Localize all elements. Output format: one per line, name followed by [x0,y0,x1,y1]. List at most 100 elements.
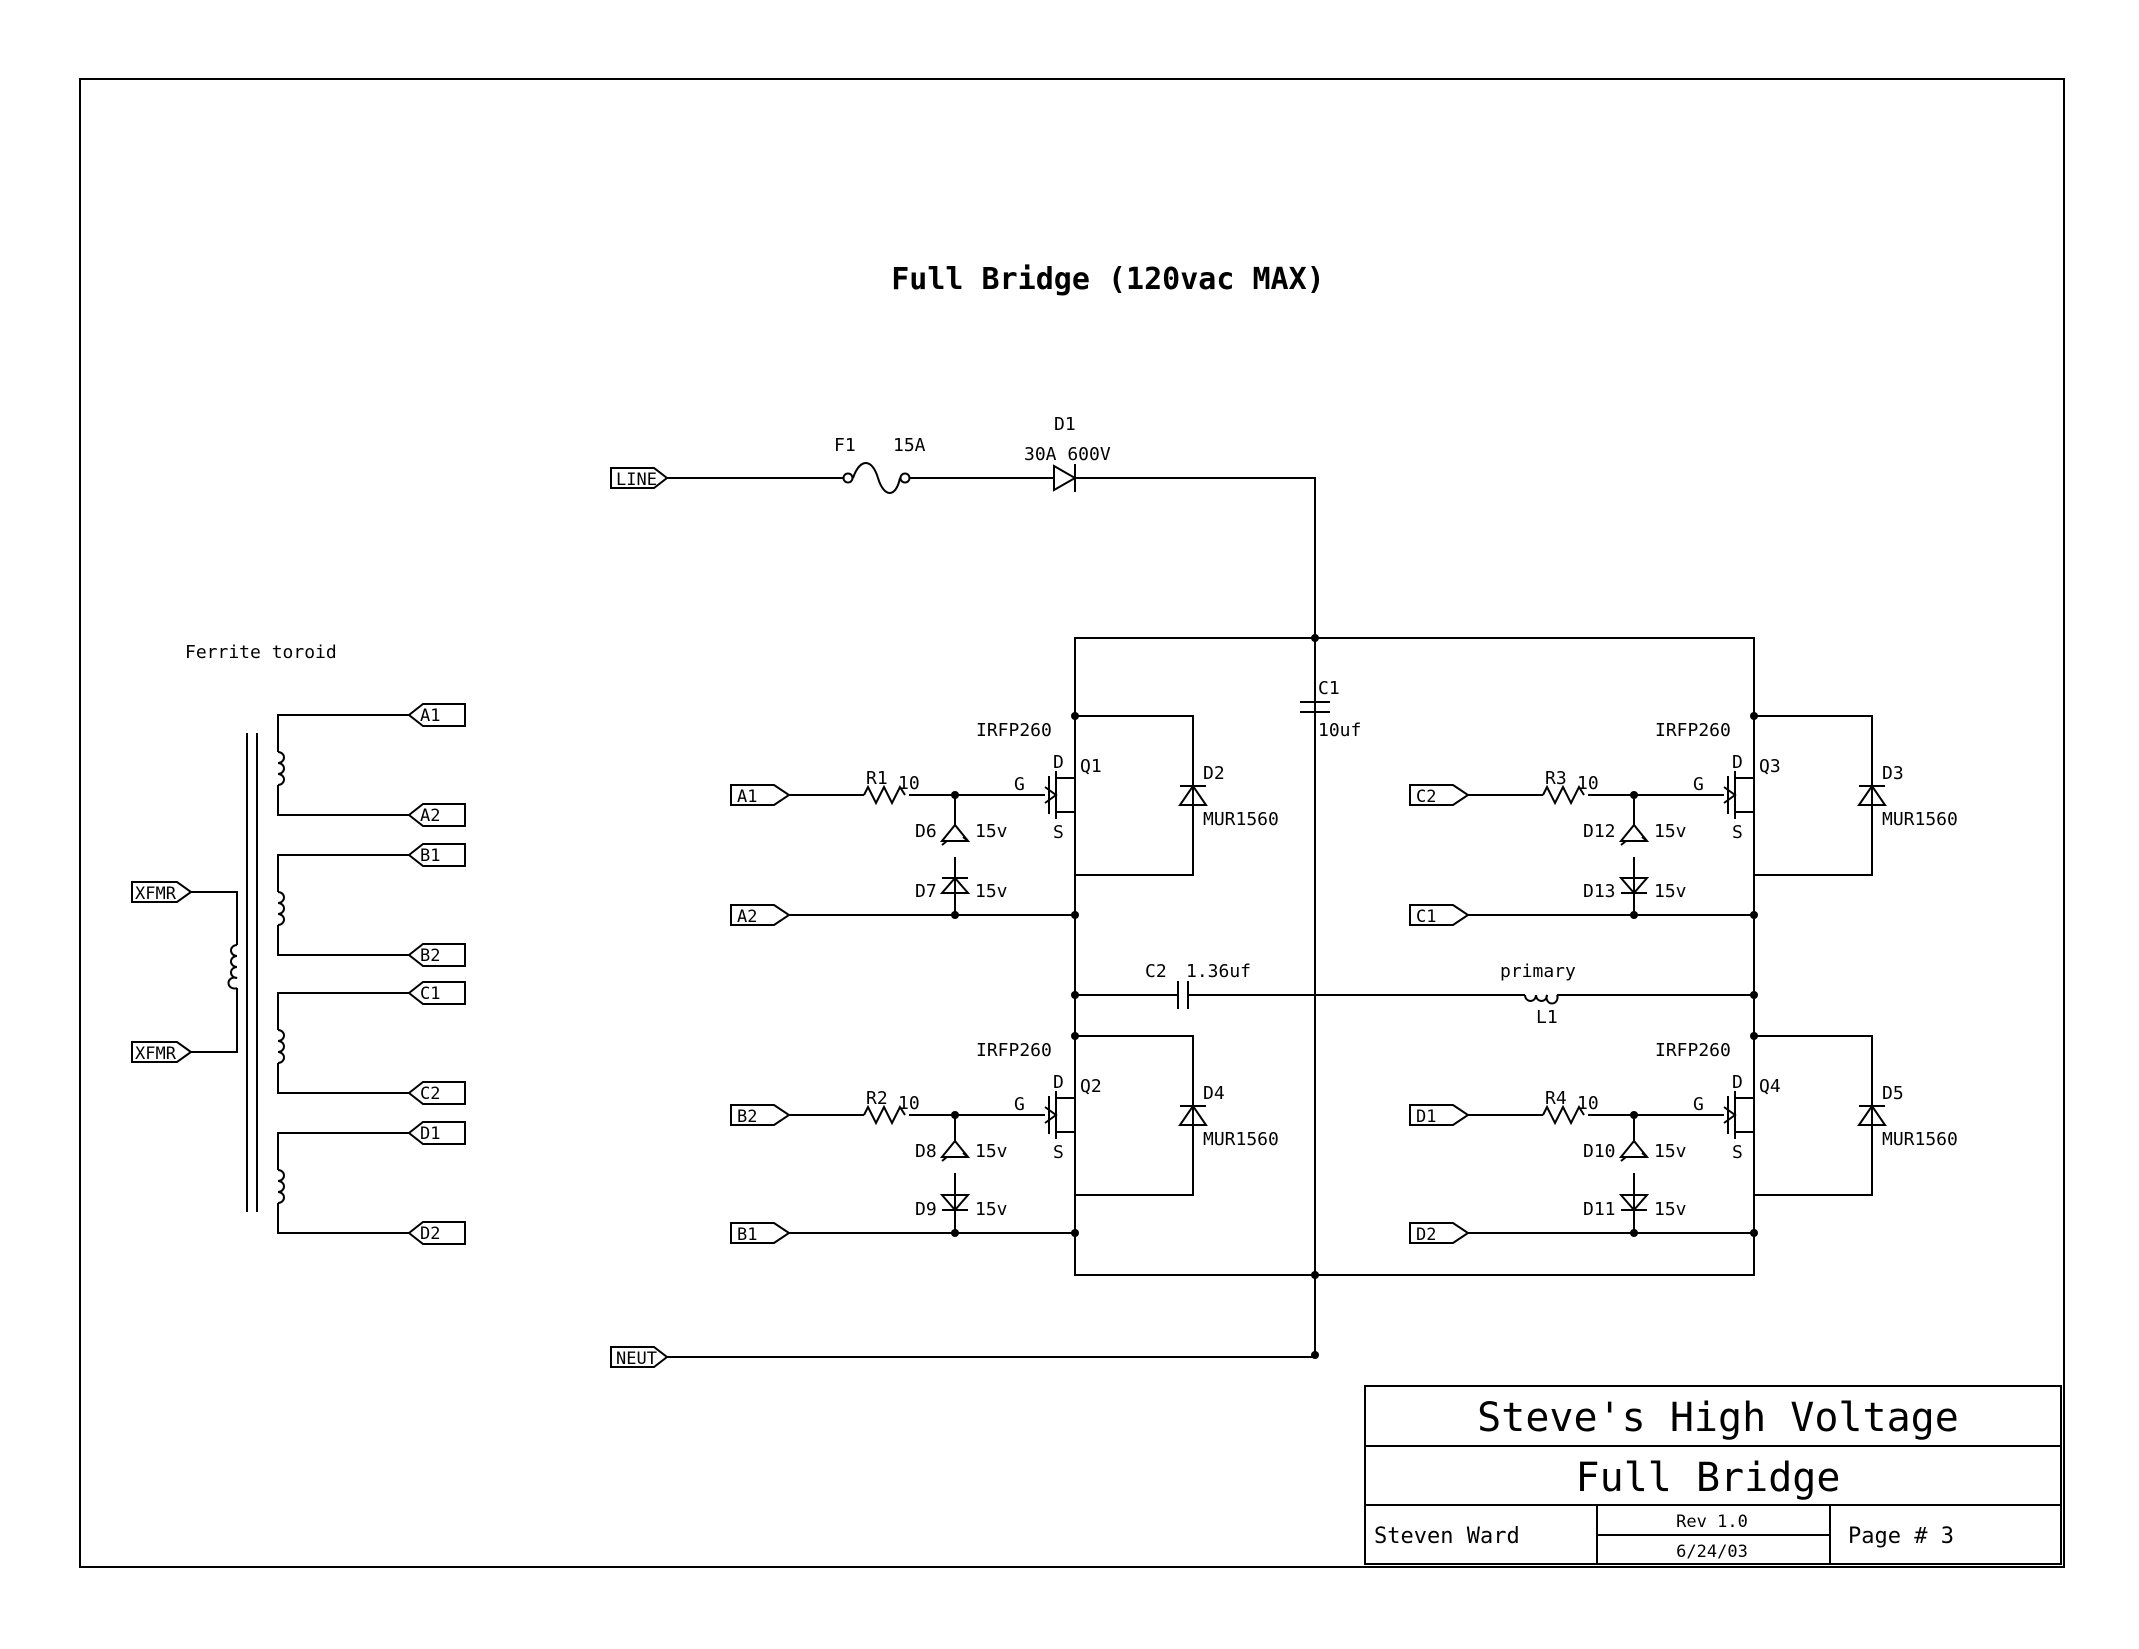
fuse-f1 [842,462,911,494]
svg-text:A2: A2 [737,907,757,927]
inductor-l1 [1524,994,1559,1005]
q1-part: IRFP260 [976,720,1052,741]
d12-ref: D12 [1583,821,1616,842]
r4-value: 10 [1577,1093,1599,1114]
toroid-label: Ferrite toroid [185,642,337,663]
line-port: LINE [610,467,669,490]
svg-text:B2: B2 [420,946,440,966]
title-block-author: Steven Ward [1374,1524,1520,1549]
d4-part: MUR1560 [1203,1129,1279,1150]
svg-text:B2: B2 [737,1107,757,1127]
c1-ref: C1 [1318,678,1340,699]
diode-d1-ref: D1 [1054,414,1076,435]
d4-ref: D4 [1203,1083,1225,1104]
d5-ref: D5 [1882,1083,1904,1104]
q1-pin-d: D [1053,752,1064,773]
toroid-port-a1: A1 [407,703,466,727]
junction-dot [1311,634,1319,642]
title-block-page: Page # 3 [1848,1524,1954,1549]
d2-part: MUR1560 [1203,809,1279,830]
d9-value: 15v [975,1199,1008,1220]
capacitor-c2 [1177,981,1189,1009]
gate-port-c2: C2 [1409,784,1470,807]
d9-ref: D9 [915,1199,937,1220]
svg-text:C1: C1 [1416,907,1436,927]
d11-ref: D11 [1583,1199,1616,1220]
d6-ref: D6 [915,821,937,842]
gate-port-b2: B2 [730,1104,791,1127]
d10-ref: D10 [1583,1141,1616,1162]
svg-text:C2: C2 [1416,787,1436,807]
toroid-port-b1: B1 [407,843,466,867]
title-block-company: Steve's High Voltage [1477,1395,1959,1441]
c1-value: 10uf [1318,720,1361,741]
q3-pin-g: G [1693,774,1704,795]
gate-port-a1: A1 [730,784,791,807]
d6-value: 15v [975,821,1008,842]
l1-ref: L1 [1536,1007,1558,1028]
switch-cell-q3 [1468,638,1887,919]
q4-pin-g: G [1693,1094,1704,1115]
svg-text:B1: B1 [737,1225,757,1245]
toroid-secondary-a [277,714,409,816]
svg-text:D1: D1 [420,1124,440,1144]
d8-ref: D8 [915,1141,937,1162]
r3-value: 10 [1577,773,1599,794]
diode-d1-value: 30A 600V [1024,444,1111,465]
gate-port-c1: C1 [1409,904,1754,927]
toroid-port-a2: A2 [407,803,466,827]
l1-value: primary [1500,961,1576,982]
neut-port: NEUT [610,1346,669,1369]
d11-value: 15v [1654,1199,1687,1220]
toroid-port-d2: D2 [407,1221,466,1245]
junction-dot [1311,1271,1319,1279]
q4-ref: Q4 [1759,1076,1781,1097]
q3-pin-d: D [1732,752,1743,773]
title-block-revision: Rev 1.0 [1676,1512,1748,1532]
r2-value: 10 [898,1093,920,1114]
svg-text:D1: D1 [1416,1107,1436,1127]
svg-text:C2: C2 [420,1084,440,1104]
q4-pin-d: D [1732,1072,1743,1093]
c2-ref: C2 [1145,961,1167,982]
title-block-sheet-title: Full Bridge [1576,1455,1841,1501]
r2-ref: R2 [866,1088,888,1109]
switch-cell-q2 [789,1032,1208,1237]
gate-port-d1: D1 [1409,1104,1470,1127]
q4-pin-s: S [1732,1142,1743,1163]
main-rail-wire [667,477,1316,1358]
toroid-secondary-b [277,854,409,956]
q1-pin-g: G [1014,774,1025,795]
svg-text:LINE: LINE [616,470,657,490]
d7-value: 15v [975,881,1008,902]
r1-ref: R1 [866,768,888,789]
d2-ref: D2 [1203,763,1225,784]
bridge-rails [1074,637,1755,1276]
junction-dot [1071,991,1079,999]
r3-ref: R3 [1545,768,1567,789]
q2-ref: Q2 [1080,1076,1102,1097]
title-block-date: 6/24/03 [1676,1542,1748,1562]
q1-pin-s: S [1053,822,1064,843]
d3-ref: D3 [1882,763,1904,784]
q2-pin-d: D [1053,1072,1064,1093]
q2-pin-s: S [1053,1142,1064,1163]
svg-text:A2: A2 [420,806,440,826]
d5-part: MUR1560 [1882,1129,1958,1150]
svg-text:A1: A1 [420,706,440,726]
toroid-primary-winding [191,891,238,1053]
gate-port-a2: A2 [730,904,1075,927]
diode-d1 [1053,464,1078,492]
capacitor-c1 [1300,701,1330,713]
toroid-port-c1: C1 [407,981,466,1005]
q1-ref: Q1 [1080,756,1102,777]
toroid-secondary-d [277,1132,409,1234]
r1-value: 10 [898,773,920,794]
svg-text:NEUT: NEUT [616,1349,657,1369]
sheet-border [79,78,2065,1568]
toroid-port-c2: C2 [407,1081,466,1105]
svg-text:C1: C1 [420,984,440,1004]
svg-text:A1: A1 [737,787,757,807]
toroid-secondary-c [277,992,409,1094]
